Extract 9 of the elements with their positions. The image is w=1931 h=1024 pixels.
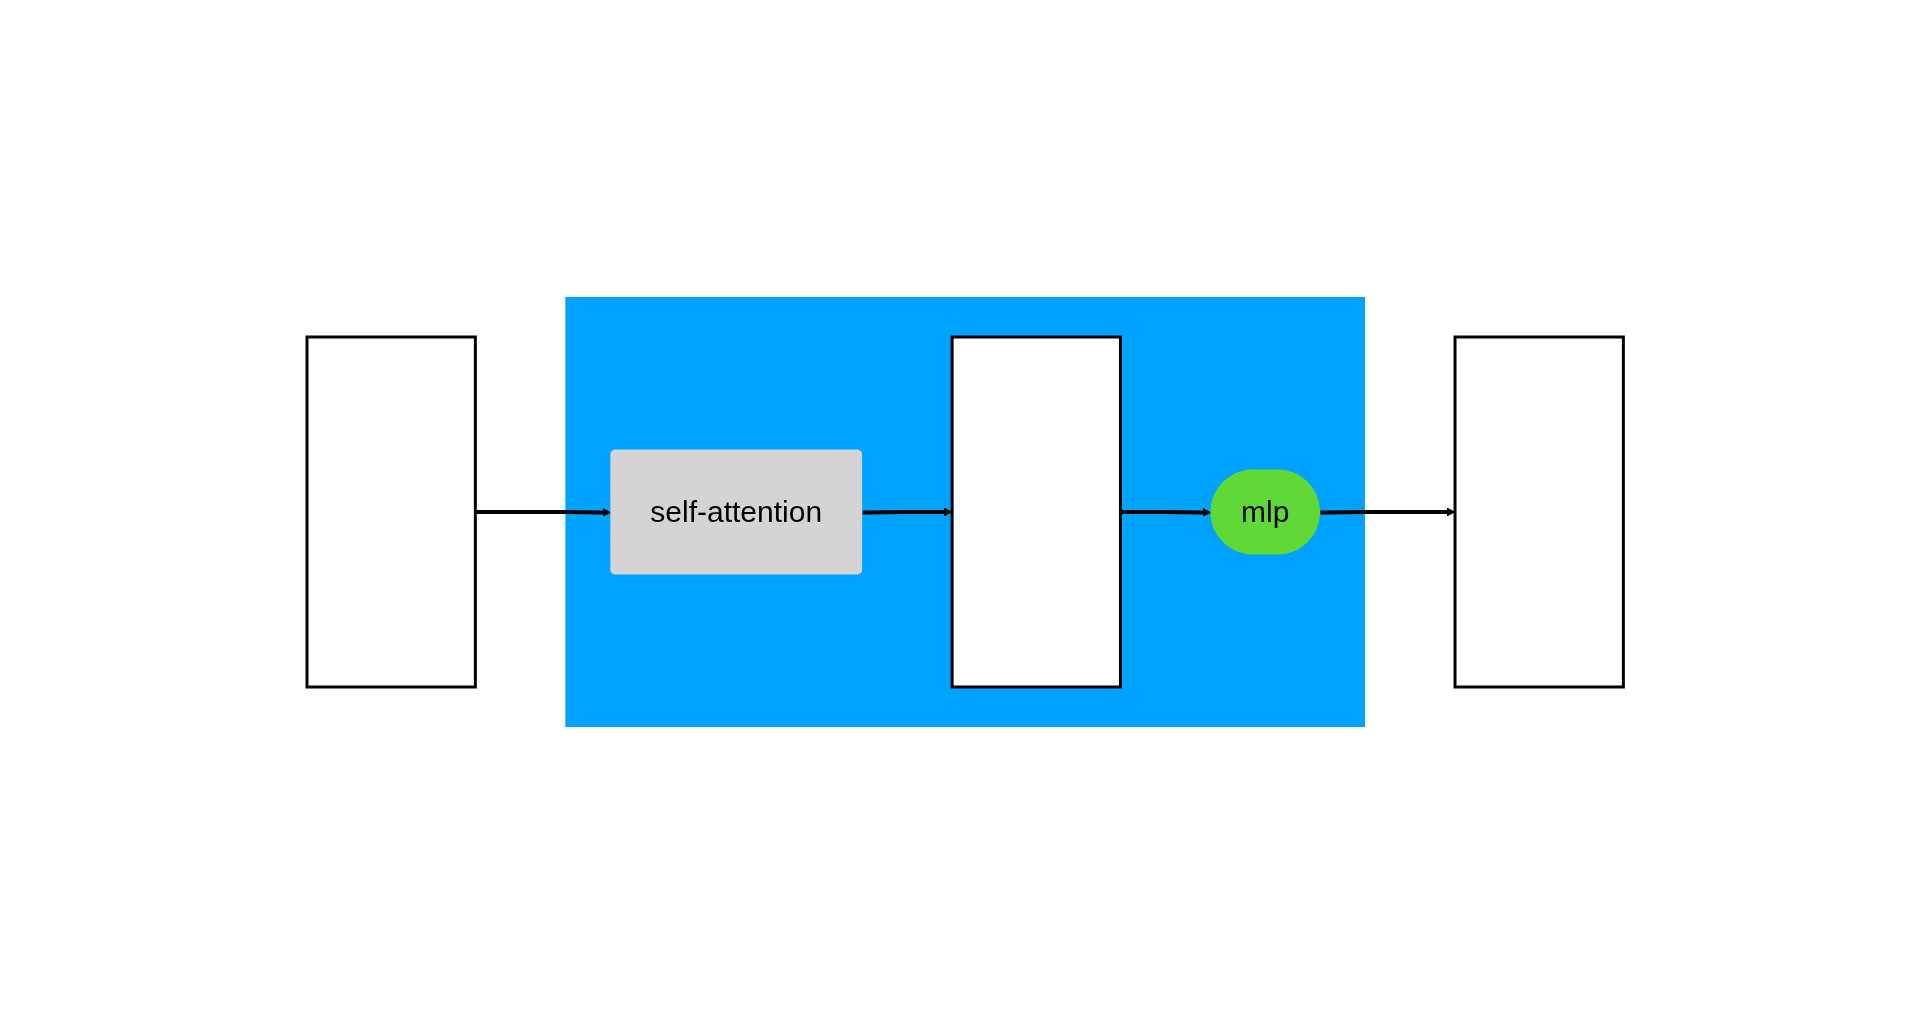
node-grid (950, 335, 1123, 689)
node-grid (305, 335, 478, 689)
arrow (862, 507, 953, 517)
node-box: self-attention (610, 449, 863, 575)
arrow (1120, 508, 1212, 517)
cluster (565, 297, 1366, 727)
node-grid (1453, 335, 1626, 689)
arrow (1320, 507, 1456, 517)
arrow (475, 508, 612, 517)
